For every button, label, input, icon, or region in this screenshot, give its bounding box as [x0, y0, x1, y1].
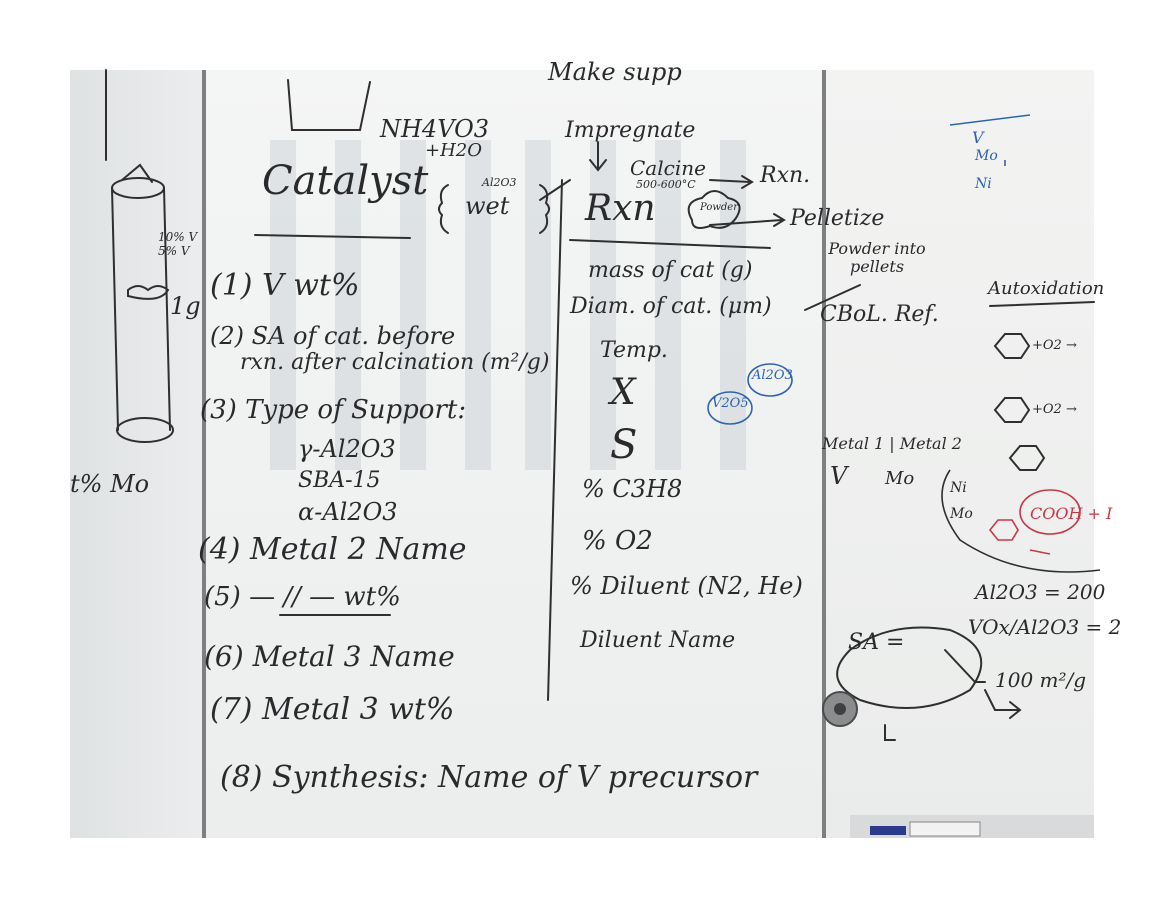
pct-labels-note: 10% V 5% V — [158, 230, 198, 258]
powder-note: Powder — [700, 202, 739, 213]
rxn-item: mass of cat (g) — [588, 258, 753, 283]
rxn-item: Diam. of cat. (μm) — [570, 294, 772, 319]
calcine-temp-note: 500-600°C — [636, 178, 696, 191]
make-supp-note: Make supp — [548, 58, 682, 86]
hundred-m2g-note: 100 m²/g — [995, 668, 1087, 692]
metal-v-note: V — [830, 462, 848, 490]
metal-ni-note: Ni — [950, 480, 967, 496]
pelletize-note: Pelletize — [790, 206, 885, 231]
al2o3-note: Al2O3 — [752, 368, 793, 383]
right-glass-panel — [825, 70, 1094, 838]
blue-v-note: V — [972, 128, 984, 147]
window-reflection — [400, 140, 426, 470]
window-reflection — [465, 140, 491, 470]
support-option: SBA-15 — [298, 468, 381, 493]
o2-reaction-note: +O2 → — [1032, 402, 1077, 417]
wt-mo-note: t% Mo — [70, 470, 150, 498]
rxn-arrow-note: Rxn. — [760, 163, 811, 188]
sketch-strokes — [105, 69, 1101, 838]
calcine-note: Calcine — [630, 156, 706, 180]
support-option: γ-Al2O3 — [298, 435, 396, 463]
o2-reaction-note: +O2 → — [1032, 338, 1077, 353]
catalyst-item: (6) Metal 3 Name — [204, 640, 455, 673]
one-gram-note: 1g — [170, 292, 201, 320]
rxn-item: % C3H8 — [582, 475, 683, 503]
nh4vo3-note: NH4VO3 — [380, 115, 490, 143]
rxn-item: S — [610, 422, 638, 468]
catalyst-item: (8) Synthesis: Name of V precursor — [220, 760, 758, 795]
cbd-ref-note: CBoL. Ref. — [820, 302, 939, 327]
rxn-item: X — [610, 372, 636, 413]
metal-mo-note: Mo — [885, 468, 915, 489]
glass-seam-left — [202, 70, 206, 838]
catalyst-item: (1) V wt% — [210, 268, 360, 303]
v2o5-note: V2O5 — [712, 396, 749, 411]
middle-glass-panel — [205, 70, 825, 838]
impregnate-note: Impregnate — [565, 118, 696, 143]
metal-mo2-note: Mo — [950, 506, 973, 522]
rxn-item: % O2 — [582, 526, 653, 556]
wet-sub-note: Al2O3 — [482, 176, 517, 189]
wet-note: wet — [465, 192, 510, 220]
catalyst-item: (2) SA of cat. before — [210, 322, 456, 350]
window-reflection — [590, 140, 616, 470]
rxn-item: Diluent Name — [580, 628, 736, 653]
catalyst-item: (5) — // — wt% — [204, 582, 401, 612]
catalyst-item: rxn. after calcination (m²/g) — [240, 350, 550, 375]
autoxidation-heading: Autoxidation — [988, 278, 1105, 299]
catalyst-title: Catalyst — [262, 158, 429, 204]
rxn-item: Temp. — [600, 338, 668, 363]
rxn-item: % Diluent (N2, He) — [570, 572, 803, 600]
blue-ni-note: Ni — [975, 176, 992, 192]
window-reflection — [270, 140, 296, 470]
metal-header-note: Metal 1 | Metal 2 — [822, 434, 962, 453]
blue-mo-note: Mo — [975, 148, 998, 164]
window-reflection — [655, 140, 681, 470]
sa-note: SA = — [848, 630, 905, 655]
h2o-note: +H2O — [425, 140, 482, 161]
catalyst-item: (7) Metal 3 wt% — [210, 692, 455, 727]
support-option: α-Al2O3 — [298, 498, 398, 526]
cooh-note: COOH + I — [1030, 504, 1113, 523]
window-reflection — [335, 140, 361, 470]
catalyst-item: (4) Metal 2 Name — [198, 532, 467, 567]
vox-note: VOx/Al2O3 = 2 — [968, 615, 1122, 639]
catalyst-item: (3) Type of Support: — [200, 395, 467, 425]
powder-into-pellets-note: Powder into pellets — [828, 239, 926, 276]
glass-seam-right — [822, 70, 826, 838]
whiteboard-photo: Make supp NH4VO3 +H2O Impregnate Calcine… — [70, 58, 1121, 838]
rxn-heading: Rxn — [585, 188, 656, 229]
al2o3-sa-note: Al2O3 = 200 — [975, 580, 1106, 604]
